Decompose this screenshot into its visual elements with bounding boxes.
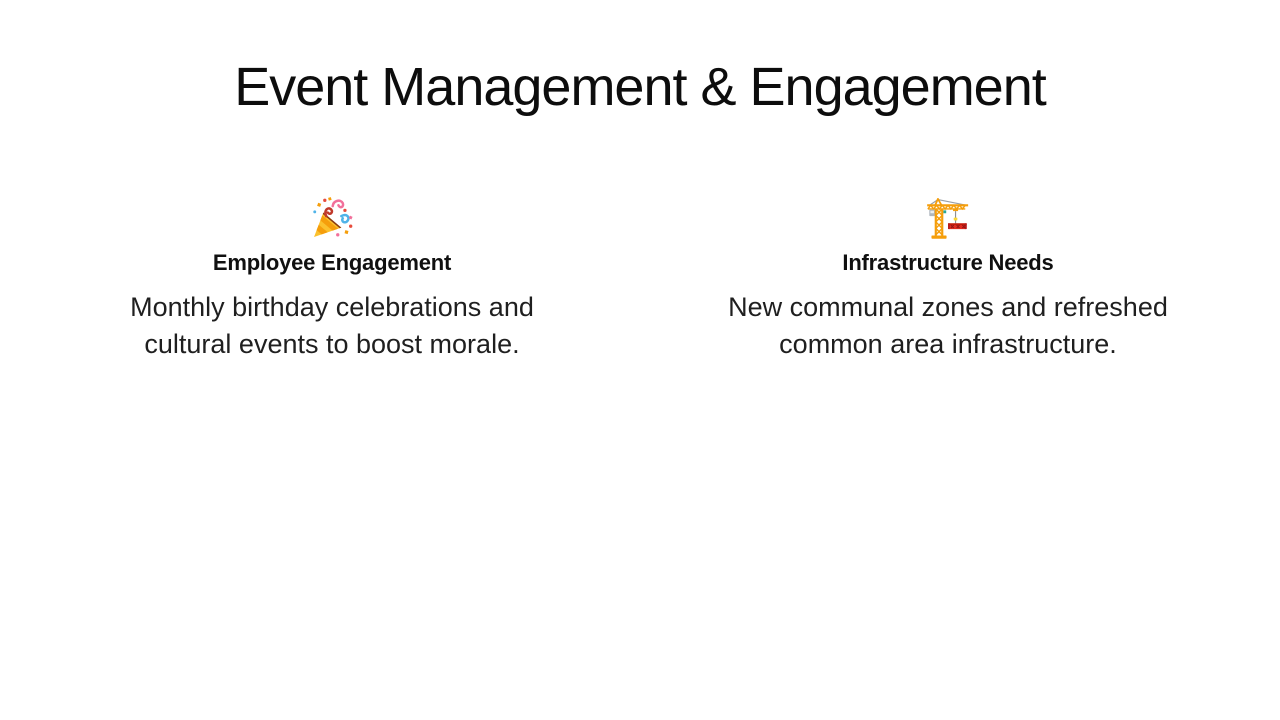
column-body-employee-engagement: Monthly birthday celebrations and cultur…	[130, 292, 534, 359]
slide-title: Event Management & Engagement	[234, 57, 1047, 117]
construction-crane-icon	[925, 196, 971, 242]
column-heading-employee-engagement: Employee Engagement	[212, 250, 452, 275]
column-infrastructure-needs: Infrastructure Needs New communal zones …	[718, 196, 1178, 363]
column-employee-engagement: Employee Engagement Monthly birthday cel…	[102, 196, 562, 363]
party-popper-icon	[309, 196, 355, 242]
column-heading-infrastructure-needs: Infrastructure Needs	[842, 250, 1054, 275]
columns-container: Employee Engagement Monthly birthday cel…	[0, 196, 1280, 363]
column-body-infrastructure-needs: New communal zones and refreshed common …	[728, 292, 1168, 359]
